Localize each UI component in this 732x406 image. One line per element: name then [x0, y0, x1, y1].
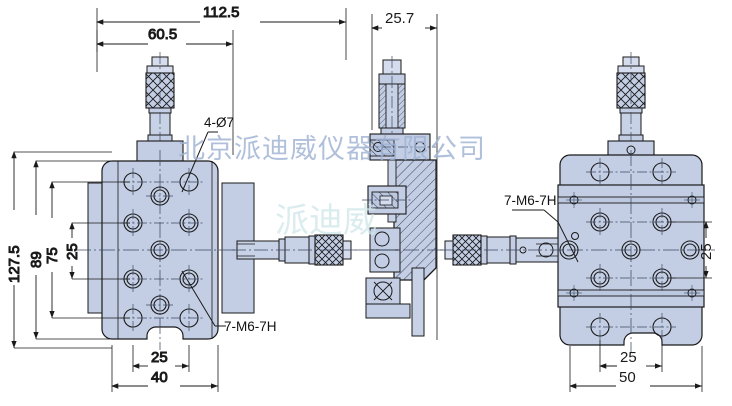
top-view-rail-screw-centerlines: [566, 192, 700, 301]
top-view-small-hole: [571, 232, 579, 240]
dim-75: [49, 181, 130, 319]
dim-label-25-top-vertical: 25: [698, 243, 715, 260]
side-view-vertical-micrometer: [378, 56, 406, 140]
front-view-horizontal-micrometer: [232, 234, 356, 266]
callout-threaded-holes-front: 7-M6-7H: [224, 319, 277, 334]
dim-50-top-bottom: [569, 346, 703, 392]
dim-label-25-top-bottom: 25: [620, 349, 637, 366]
top-view-horizontal-micrometer: [440, 234, 565, 266]
watermark-company: 北京派迪威仪器有限公司: [178, 134, 486, 165]
side-section-view: 25.7: [355, 10, 450, 340]
top-view-base-hole-centerlines: [586, 158, 676, 341]
front-view-through-hole-leader: [181, 131, 218, 193]
dim-label-127-5: 127.5: [6, 245, 23, 283]
dim-label-75: 75: [44, 247, 61, 264]
dim-label-89: 89: [28, 251, 45, 268]
dim-label-25-front-vertical: 25: [64, 243, 81, 260]
dim-25-front-vertical: [69, 222, 130, 280]
callout-through-holes: 4-Ø7: [204, 115, 234, 130]
dim-label-50-top-bottom: 50: [619, 369, 636, 386]
dim-label-40-front-bottom: 40: [151, 369, 168, 386]
dim-127-5: [11, 151, 112, 349]
front-view-dimensions: 112.5 60.5 127.5 89: [6, 4, 347, 392]
dim-112-5: [96, 8, 347, 72]
top-view-thread-centerlines: [586, 208, 676, 292]
dim-25-front-bottom: [132, 345, 190, 372]
front-view-thread-centerlines: [120, 195, 203, 306]
dim-89: [33, 160, 112, 340]
callout-threaded-holes-top: 7-M6-7H: [504, 193, 557, 208]
front-view-threaded-hole-leader: [181, 270, 226, 327]
dim-40-front-bottom: [111, 345, 219, 392]
top-view-vertical-micrometer: [616, 52, 646, 148]
top-view-threaded-hole-leader: [512, 209, 579, 263]
dim-25-top-bottom: [599, 340, 663, 372]
dim-60-5: [96, 30, 234, 155]
side-view-upper-block: [364, 133, 436, 161]
dim-label-25-front-bottom: 25: [151, 349, 168, 366]
dim-label-112-5: 112.5: [203, 4, 239, 21]
front-view-hole-centerlines: [120, 168, 203, 332]
top-view: 7-M6-7H 25 25 50: [440, 52, 715, 392]
dim-label-60-5: 60.5: [148, 26, 177, 43]
side-view-bearing-block: [362, 185, 412, 215]
dim-25-top-vertical: [668, 221, 712, 279]
front-view: 4-Ø7 7-M6-7H: [75, 52, 356, 350]
side-view-base-extension: [411, 267, 425, 337]
dim-label-25-7: 25.7: [385, 10, 414, 27]
watermark-secondary: 派迪威: [275, 201, 377, 241]
front-view-vertical-micrometer: [145, 52, 175, 145]
dim-25-7: [371, 14, 438, 340]
